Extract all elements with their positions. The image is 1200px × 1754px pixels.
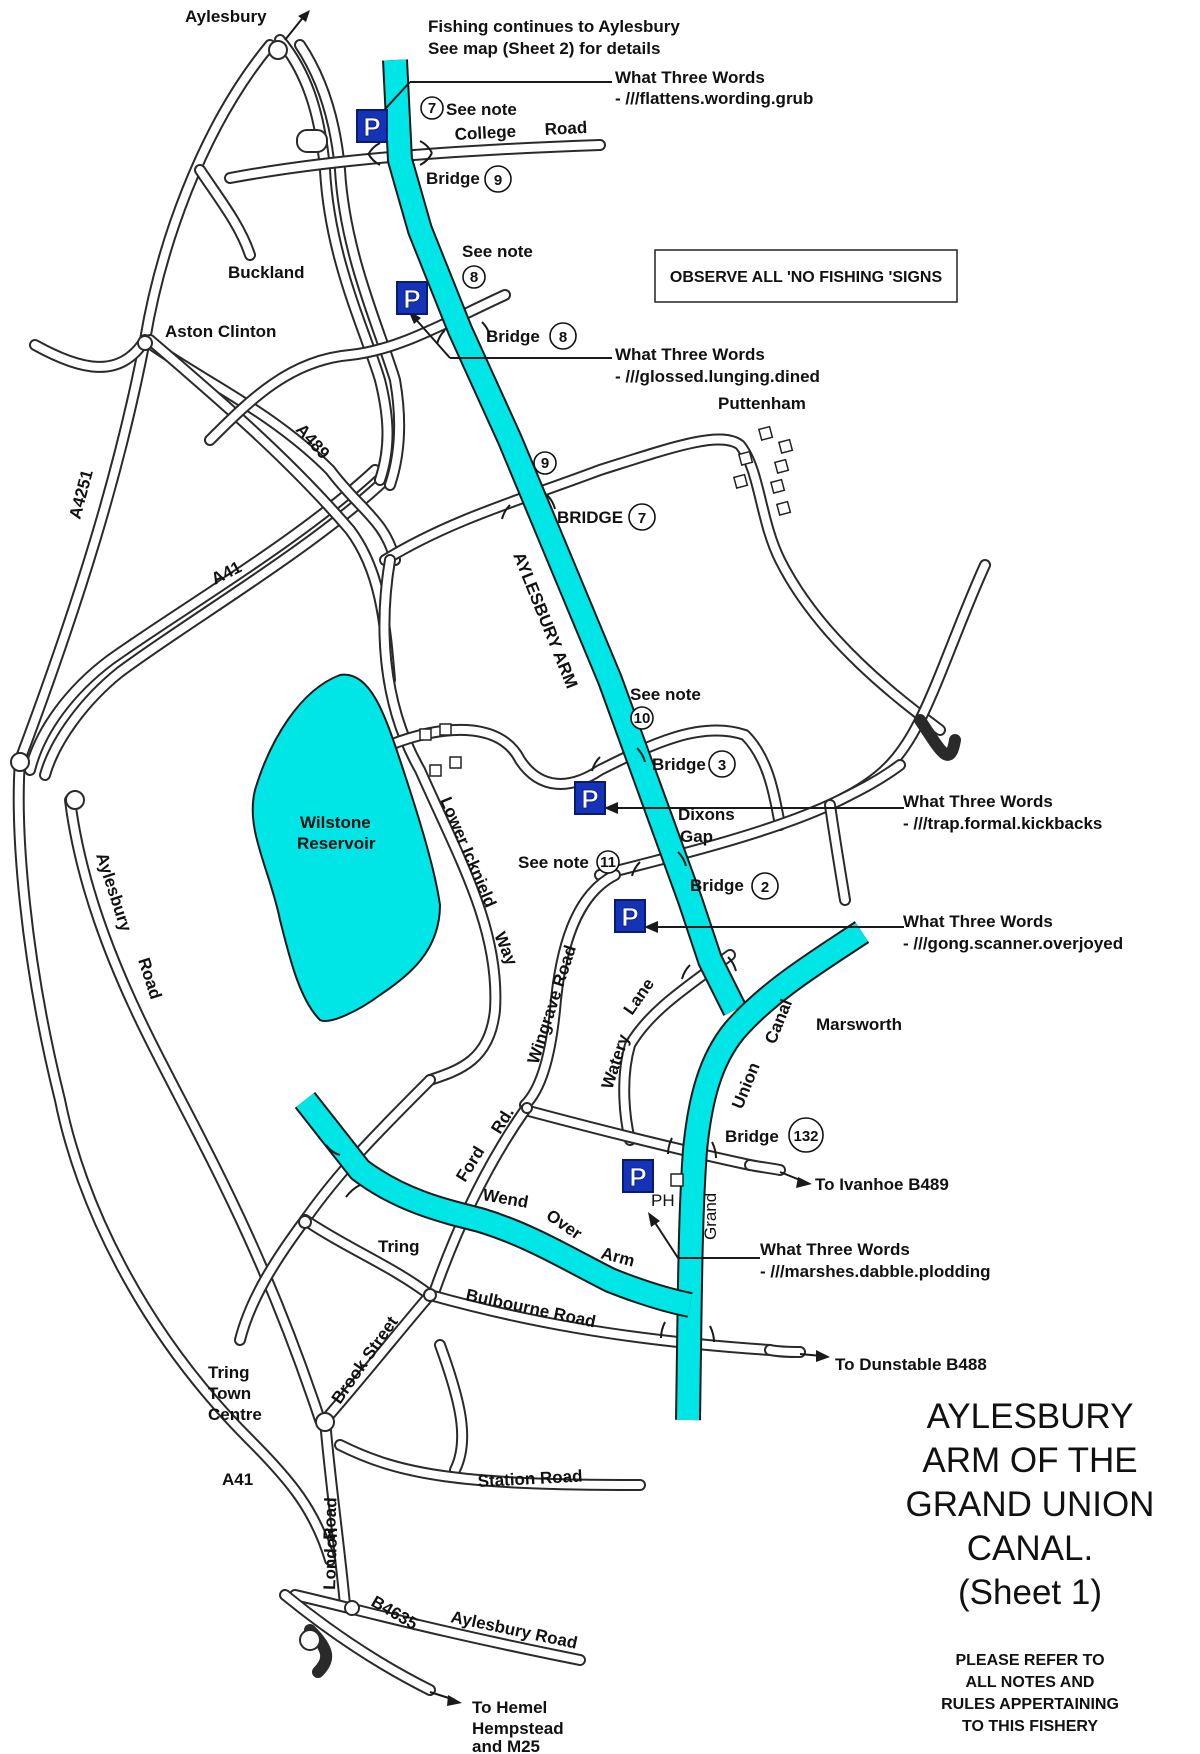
label-a41-south: A41 (222, 1470, 253, 1489)
waterways (251, 59, 870, 1421)
label-college-road: Road (544, 118, 587, 139)
label-hemel-3: and M25 (472, 1737, 540, 1754)
svg-text:3: 3 (718, 757, 726, 774)
label-reservoir: Reservoir (297, 834, 376, 853)
label-london-road-road: Road (320, 1497, 340, 1540)
label-bridge-7: BRIDGE (557, 508, 623, 527)
svg-text:P: P (621, 902, 638, 932)
wtw-heading-1: What Three Words (615, 68, 765, 87)
parking-bridge-8[interactable]: P (396, 281, 428, 315)
label-to-ivanhoe: To Ivanhoe B489 (815, 1175, 949, 1194)
roundabouts (10, 40, 533, 1651)
note-9-num: 9 (541, 455, 549, 472)
fishing-note-line1: Fishing continues to Aylesbury (428, 17, 680, 36)
label-ph: PH (651, 1191, 675, 1210)
label-bridge-9: Bridge (426, 169, 480, 188)
label-gap: Gap (680, 827, 713, 846)
label-buckland: Buckland (228, 263, 305, 282)
label-puttenham: Puttenham (718, 394, 806, 413)
label-wend: Wend (481, 1185, 530, 1212)
footer-note-line-4: TO THIS FISHERY (962, 1718, 1098, 1735)
wtw-heading-5: What Three Words (760, 1240, 910, 1259)
note-7-num: 7 (428, 100, 436, 117)
label-college: College (454, 122, 516, 144)
footer-note-line-1: PLEASE REFER TO (955, 1652, 1104, 1669)
wtw-code-marsworth: - ///marshes.dabble.plodding (760, 1262, 990, 1281)
wtw-heading-4: What Three Words (903, 912, 1053, 931)
label-town: Town (208, 1384, 251, 1403)
fishing-note-line2: See map (Sheet 2) for details (428, 39, 660, 58)
svg-text:8: 8 (559, 329, 567, 346)
label-hemel-1: To Hemel (472, 1698, 547, 1717)
note-7-circle (420, 96, 444, 120)
see-note-7: See note (446, 100, 517, 119)
label-aylesbury: Aylesbury (185, 7, 267, 26)
title-line-5: (Sheet 1) (958, 1573, 1102, 1612)
title-line-2: ARM OF THE (922, 1441, 1137, 1480)
svg-text:P: P (363, 112, 380, 142)
wtw-code-bridge-3: - ///trap.formal.kickbacks (903, 814, 1102, 833)
svg-text:9: 9 (494, 172, 502, 189)
bridge-marks (325, 140, 737, 1343)
parking-marsworth[interactable]: P (622, 1159, 654, 1193)
map-title: AYLESBURY ARM OF THE GRAND UNION CANAL. … (906, 1397, 1155, 1612)
label-to-dunstable: To Dunstable B488 (835, 1355, 987, 1374)
road-network (12, 34, 991, 1696)
svg-text:132: 132 (793, 1128, 818, 1145)
label-marsworth: Marsworth (816, 1015, 902, 1034)
title-line-1: AYLESBURY (927, 1397, 1134, 1436)
buildings (419, 425, 794, 1187)
label-union: Union (728, 1060, 764, 1112)
wtw-code-bridge-2: - ///gong.scanner.overjoyed (903, 934, 1123, 953)
parking-college-road[interactable]: P (356, 109, 388, 143)
wtw-code-college: - ///flattens.wording.grub (615, 89, 813, 108)
svg-text:11: 11 (600, 854, 616, 871)
title-line-4: CANAL. (967, 1529, 1093, 1568)
wtw-heading-2: What Three Words (615, 345, 765, 364)
notice-text: OBSERVE ALL 'NO FISHING 'SIGNS (670, 269, 943, 286)
label-bridge-2: Bridge (690, 876, 744, 895)
svg-text:2: 2 (761, 879, 769, 896)
label-aylesbury-road-west-road: Road (134, 955, 165, 1001)
label-london: London (320, 1527, 341, 1590)
wtw-code-bridge-8: - ///glossed.lunging.dined (615, 367, 820, 386)
label-bridge-3: Bridge (652, 755, 706, 774)
label-wilstone: Wilstone (300, 813, 371, 832)
parking-markers: P P P P P (356, 109, 654, 1193)
see-note-11: See note (518, 853, 589, 872)
label-centre: Centre (208, 1405, 262, 1424)
svg-text:8: 8 (470, 269, 478, 286)
footer-note: PLEASE REFER TO ALL NOTES AND RULES APPE… (941, 1652, 1119, 1735)
title-line-3: GRAND UNION (906, 1485, 1155, 1524)
see-note-8: See note (462, 242, 533, 261)
label-tring: Tring (378, 1237, 420, 1256)
svg-text:P: P (629, 1162, 646, 1192)
footer-note-line-2: ALL NOTES AND (966, 1674, 1095, 1691)
svg-text:P: P (581, 784, 598, 814)
label-grand: Grand (701, 1193, 720, 1240)
see-note-10: See note (630, 685, 701, 704)
notice-box (654, 249, 958, 303)
svg-text:10: 10 (634, 710, 651, 727)
label-hemel-2: Hempstead (472, 1719, 564, 1738)
arrows (284, 10, 904, 1706)
svg-text:7: 7 (638, 510, 646, 527)
label-tring-town: Tring (208, 1363, 250, 1382)
wtw-heading-3: What Three Words (903, 792, 1053, 811)
road-wingrave (519, 869, 621, 1111)
label-aston-clinton: Aston Clinton (165, 322, 276, 341)
label-bridge-132: Bridge (725, 1127, 779, 1146)
svg-text:P: P (403, 284, 420, 314)
label-b4635: B4635 (368, 1592, 421, 1634)
parking-bridge-3[interactable]: P (574, 781, 606, 815)
label-brook-street: Brook Street (328, 1313, 402, 1408)
label-a4251: A4251 (66, 468, 97, 521)
label-dixons: Dixons (678, 805, 735, 824)
parking-bridge-2[interactable]: P (614, 899, 646, 933)
wilstone-reservoir (251, 673, 442, 1022)
footer-note-line-3: RULES APPERTAINING (941, 1696, 1119, 1713)
label-bridge-8: Bridge (486, 327, 540, 346)
